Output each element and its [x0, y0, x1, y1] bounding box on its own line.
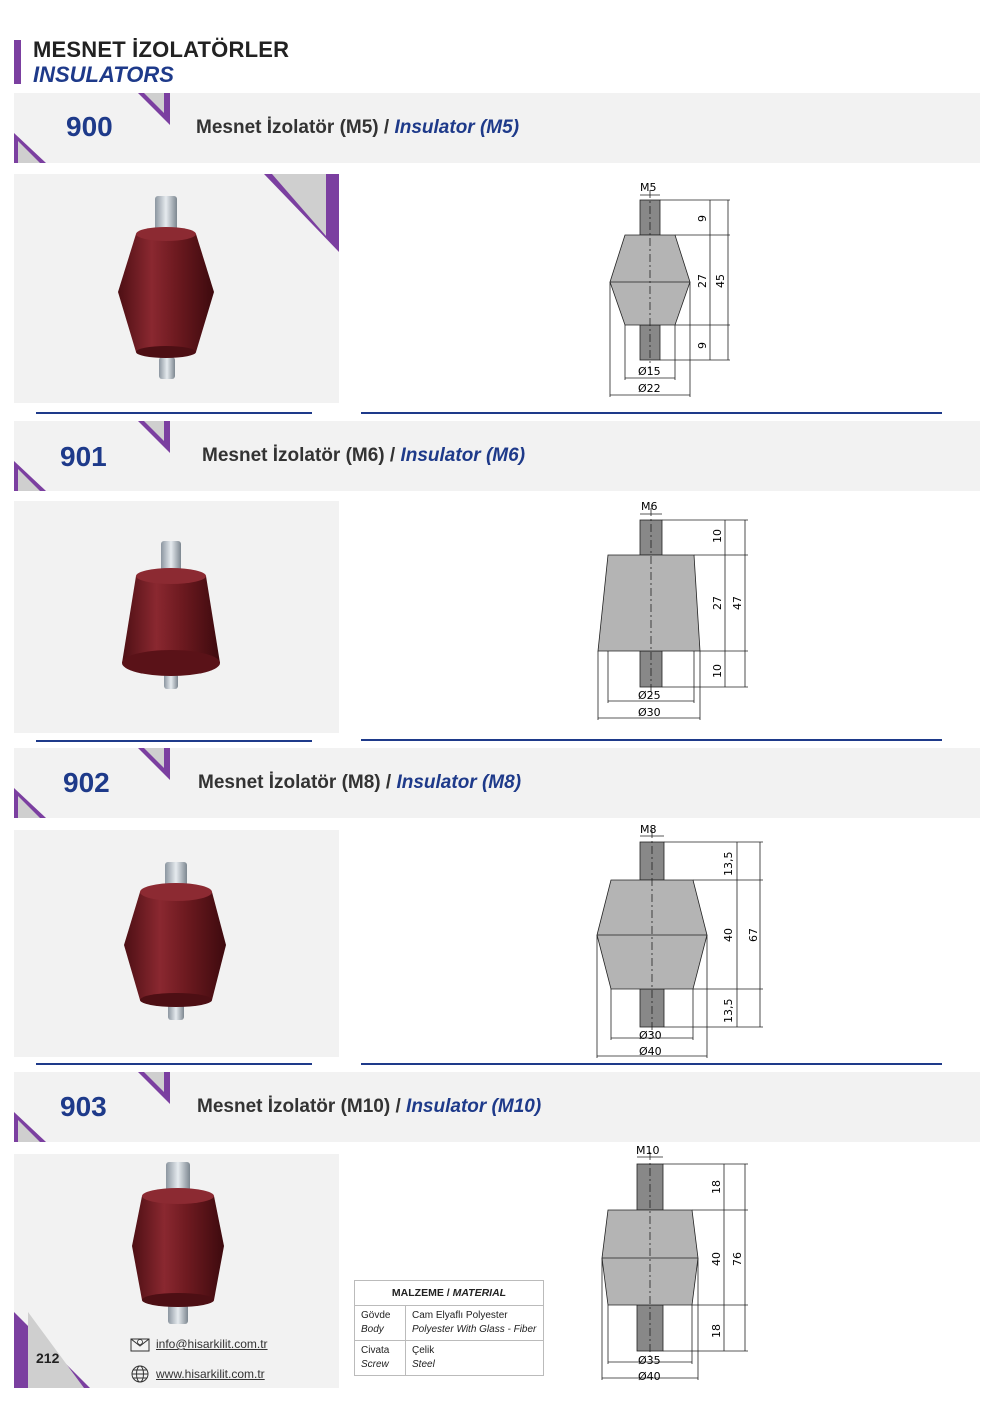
dim-diameter-large: Ø40: [638, 1370, 661, 1383]
section-underline-right: [361, 412, 942, 414]
dim-middle: 40: [710, 1252, 723, 1266]
dim-thread: M8: [640, 823, 657, 836]
product-title: Mesnet İzolatör (M8) / Insulator (M8): [198, 772, 522, 793]
product-photo-biconical: [124, 862, 226, 1020]
product-header-band: [14, 93, 980, 163]
dim-total: 67: [747, 928, 760, 942]
product-photo-conical: [122, 541, 220, 689]
dim-diameter-small: Ø30: [639, 1029, 662, 1042]
technical-drawing: M10 18 40 18 76 Ø35 Ø40: [601, 1144, 748, 1383]
website-link[interactable]: www.hisarkilit.com.tr: [156, 1367, 265, 1381]
dim-diameter-large: Ø40: [639, 1045, 662, 1058]
page-number: 212: [36, 1350, 60, 1366]
corner-triangle-decoration: [14, 788, 46, 818]
product-photo-biconical: [132, 1162, 224, 1324]
page-title-en: INSULATORS: [33, 62, 174, 87]
technical-drawing: M5 9 27 9 45 Ø15 Ø22: [609, 181, 730, 397]
envelope-icon: [130, 1338, 150, 1352]
dim-top: 18: [710, 1180, 723, 1194]
section-underline-right: [361, 1063, 942, 1065]
dim-total: 45: [714, 274, 727, 288]
product-code: 900: [66, 111, 113, 142]
product-title: Mesnet İzolatör (M5) / Insulator (M5): [196, 117, 520, 138]
section-underline-left: [36, 740, 312, 742]
page-corner-decoration: [14, 1312, 90, 1388]
corner-triangle-decoration: [138, 421, 170, 453]
product-code: 903: [60, 1091, 107, 1122]
product-image-frame: [14, 174, 339, 403]
section-underline-left: [36, 412, 312, 414]
product-image-frame: [14, 501, 339, 733]
product-title: Mesnet İzolatör (M10) / Insulator (M10): [197, 1096, 542, 1117]
corner-triangle-decoration: [14, 1112, 46, 1142]
dim-total: 47: [731, 596, 744, 610]
corner-triangle-decoration: [138, 1072, 170, 1104]
product-photo-biconical: [118, 174, 339, 379]
product-image-frame: [14, 830, 339, 1057]
product-header-band: [14, 421, 980, 491]
dim-bottom: 13,5: [722, 999, 735, 1024]
dim-total: 76: [731, 1252, 744, 1266]
corner-triangle-decoration: [138, 748, 170, 780]
product-code: 902: [63, 767, 110, 798]
technical-drawing: M6 10 27 10 47 Ø25 Ø30: [597, 500, 748, 720]
product-header-band: [14, 1072, 980, 1142]
material-table-header: MALZEME / MATERIAL: [355, 1281, 543, 1306]
dim-diameter-small: Ø35: [638, 1354, 661, 1367]
dim-thread: M10: [636, 1144, 660, 1157]
dim-diameter-small: Ø25: [638, 689, 661, 702]
corner-triangle-decoration: [14, 133, 46, 163]
email-contact[interactable]: info@hisarkilit.com.tr: [130, 1336, 268, 1352]
dim-diameter-large: Ø22: [638, 382, 661, 395]
product-code: 901: [60, 441, 107, 472]
product-header-band: [14, 748, 980, 818]
dim-top: 9: [696, 215, 709, 222]
page-title-tr: MESNET İZOLATÖRLER: [33, 37, 290, 62]
section-underline-right: [361, 739, 942, 741]
globe-icon: [131, 1365, 149, 1383]
header-accent-bar: [14, 40, 21, 84]
dim-diameter-small: Ø15: [638, 365, 661, 378]
dim-middle: 27: [696, 274, 709, 288]
dim-diameter-large: Ø30: [638, 706, 661, 719]
technical-drawing: M8 13,5 40 13,5 67 Ø30 Ø40: [596, 823, 763, 1058]
product-image-frame: [14, 1154, 339, 1388]
dim-bottom: 9: [696, 342, 709, 349]
dim-thread: M6: [641, 500, 658, 513]
website-contact[interactable]: www.hisarkilit.com.tr: [130, 1364, 265, 1384]
dim-middle: 27: [711, 596, 724, 610]
email-link[interactable]: info@hisarkilit.com.tr: [156, 1337, 268, 1351]
dim-bottom: 10: [711, 664, 724, 678]
product-title: Mesnet İzolatör (M6) / Insulator (M6): [202, 445, 526, 466]
section-underline-left: [36, 1063, 312, 1065]
corner-triangle-decoration: [14, 461, 46, 491]
corner-triangle-decoration: [138, 93, 170, 125]
dim-top: 10: [711, 529, 724, 543]
dim-middle: 40: [722, 928, 735, 942]
dim-bottom: 18: [710, 1324, 723, 1338]
dim-top: 13,5: [722, 852, 735, 877]
dim-thread: M5: [640, 181, 657, 194]
